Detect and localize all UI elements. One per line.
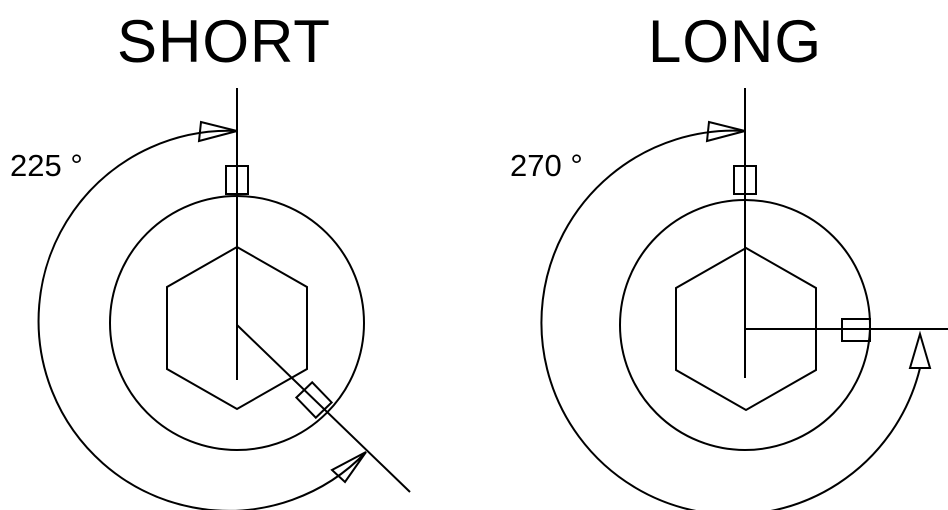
- long-arc-start-arrowhead: [705, 120, 746, 143]
- short-angle-label: 225 °: [10, 148, 83, 183]
- long-arc-end-arrowhead: [908, 330, 932, 369]
- short-arc-end-arrowhead: [330, 451, 367, 484]
- long-angle-label: 270 °: [510, 148, 583, 183]
- short-end-marker: [294, 380, 334, 420]
- long-diagram: [540, 88, 948, 510]
- long-end-marker: [841, 318, 871, 342]
- short-diagram-panel: SHORT 225 °: [10, 8, 331, 183]
- short-start-marker: [225, 165, 249, 195]
- long-start-marker: [733, 165, 757, 195]
- short-rotated-axis: [236, 324, 411, 493]
- long-diagram-panel: LONG 270 °: [474, 0, 948, 510]
- long-hex-nut: [675, 246, 817, 412]
- long-heading: LONG: [648, 8, 823, 75]
- short-diagram: [37, 88, 411, 510]
- short-rotation-arc: [37, 129, 367, 510]
- short-heading: SHORT: [117, 8, 331, 75]
- long-rotation-arc: [540, 129, 921, 510]
- short-hex-nut: [166, 245, 308, 411]
- short-arc-start-arrowhead: [197, 120, 238, 143]
